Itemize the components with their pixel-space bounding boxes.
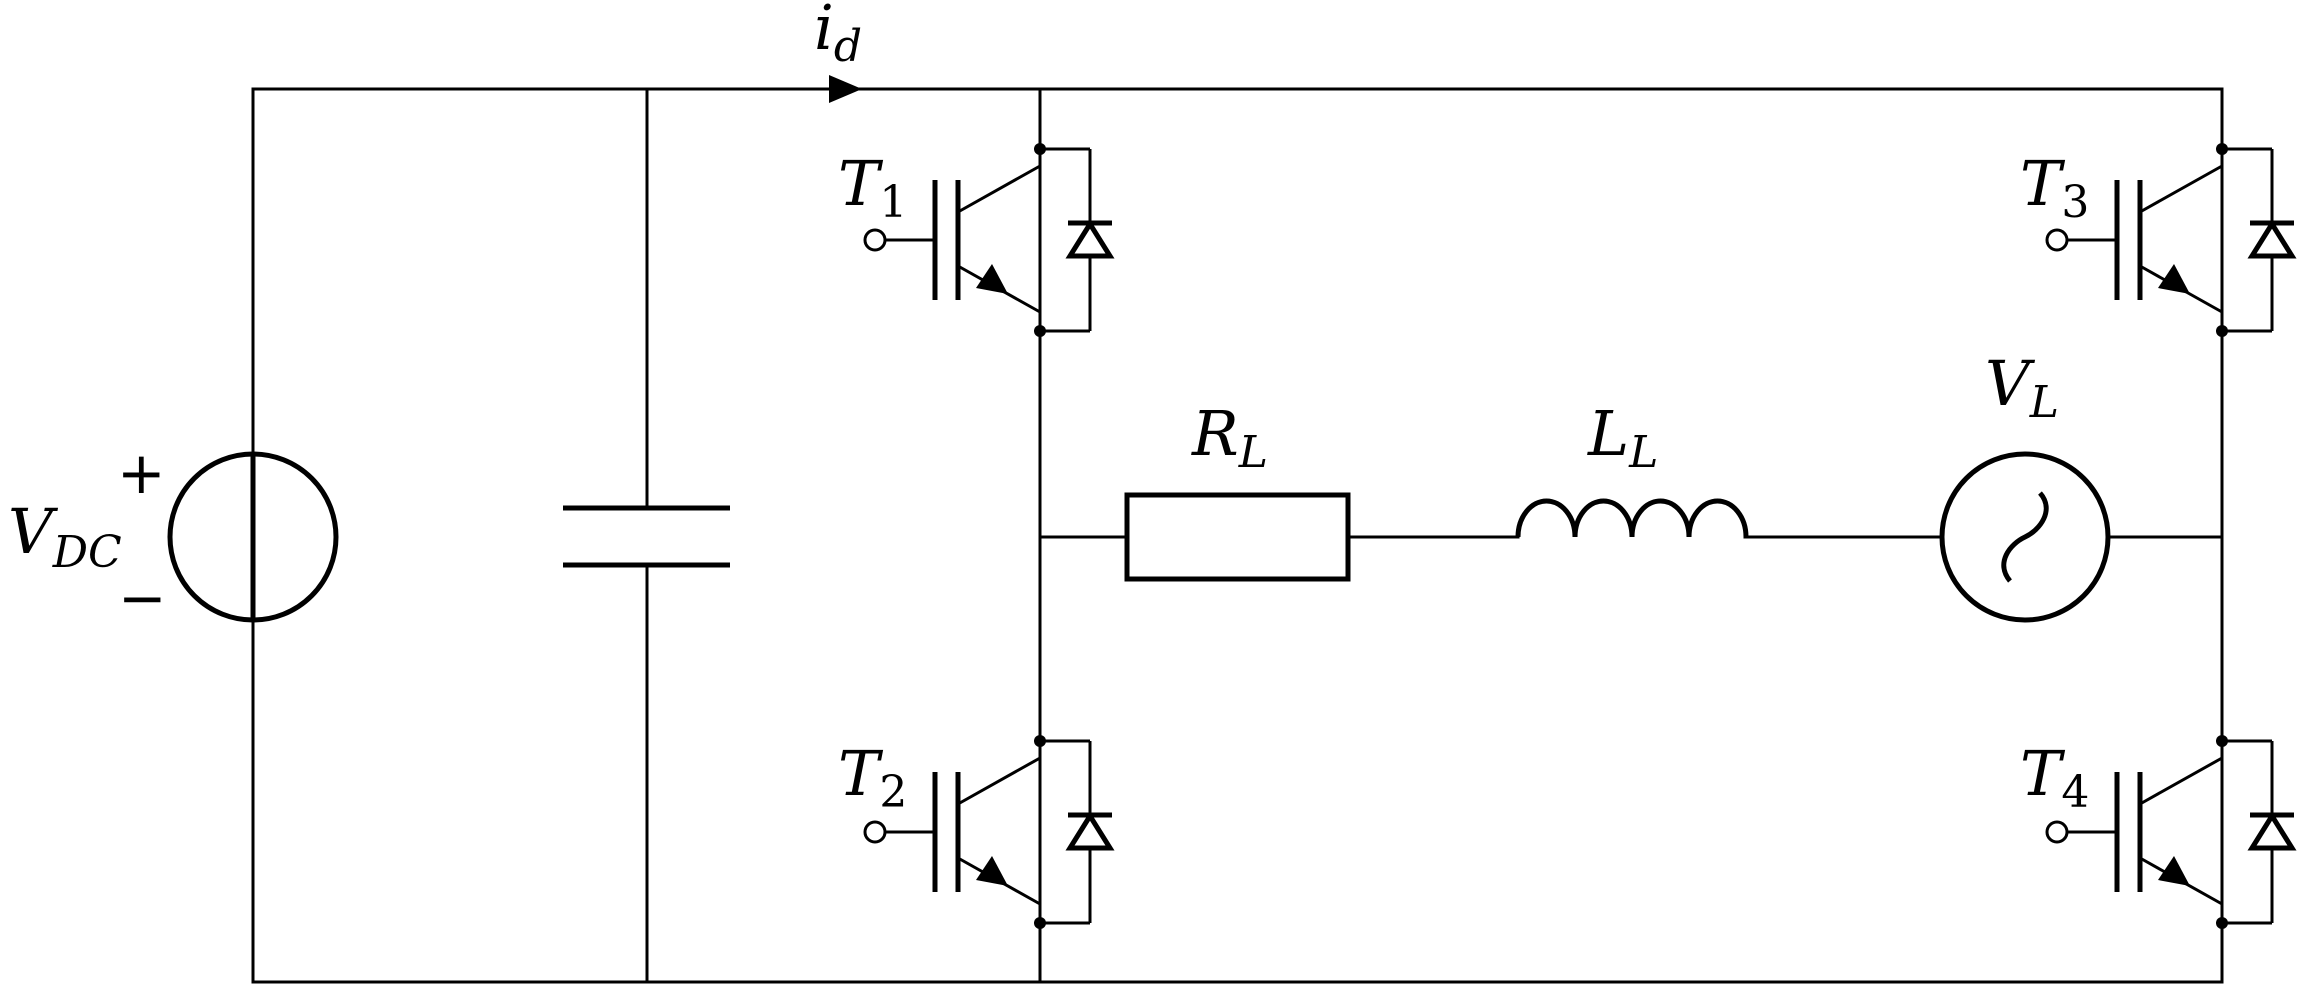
load-inductor	[1515, 498, 1749, 538]
t2-label: T2	[838, 737, 907, 818]
igbt-t2	[865, 735, 1112, 929]
t3-label: T3	[2020, 147, 2089, 228]
ll-label: LL	[1587, 397, 1658, 478]
dc-voltage-source	[167, 451, 339, 623]
vdc-minus-sign: −	[118, 564, 167, 632]
load-resistor	[1124, 492, 1351, 582]
igbt-t1	[865, 143, 1112, 337]
vdc-plus-sign: +	[117, 439, 166, 507]
ac-voltage-source	[1939, 451, 2111, 623]
igbt-t3	[2047, 143, 2294, 337]
vl-label: VL	[1985, 347, 2059, 428]
wires	[251, 87, 2224, 984]
rl-label: RL	[1191, 397, 1268, 478]
current-label: id	[814, 0, 862, 72]
t1-label: T1	[838, 147, 907, 228]
current-arrow-icon	[829, 75, 862, 103]
vdc-label: VDC	[8, 495, 122, 578]
dc-link-capacitor	[563, 505, 730, 568]
t4-label: T4	[2020, 737, 2089, 818]
igbt-t4	[2047, 735, 2294, 929]
